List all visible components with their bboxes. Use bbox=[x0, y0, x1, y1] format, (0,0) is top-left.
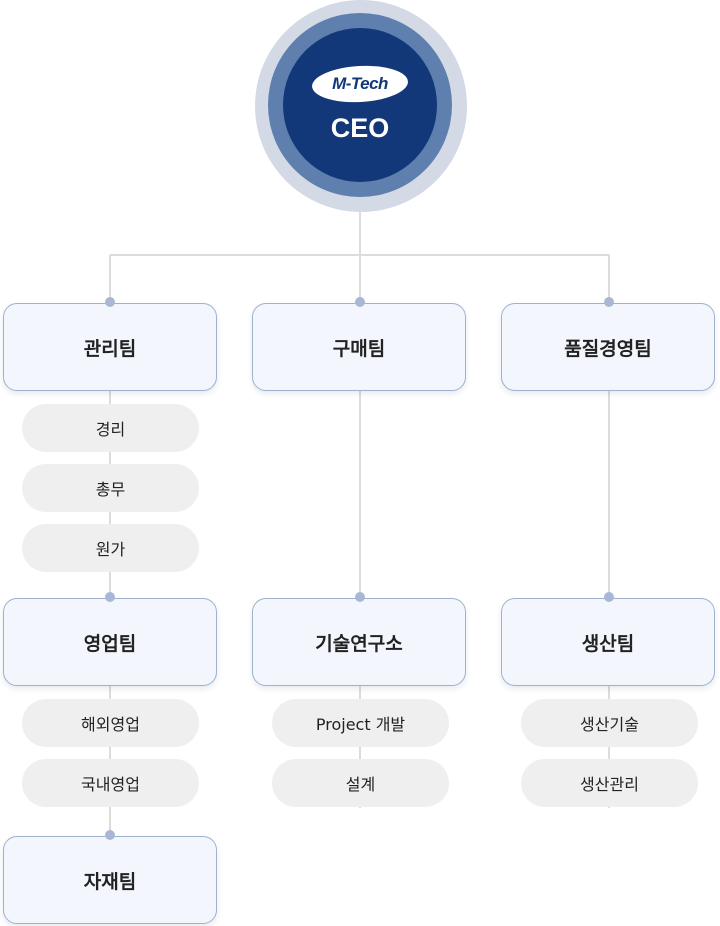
ceo-circle[interactable] bbox=[283, 28, 437, 182]
team-production[interactable]: 생산팀 bbox=[501, 598, 715, 686]
sub-cost[interactable]: 원가 bbox=[22, 524, 199, 572]
connector-dot bbox=[105, 297, 115, 307]
connector-dot bbox=[105, 830, 115, 840]
connector-dot bbox=[604, 297, 614, 307]
connector-dot bbox=[105, 592, 115, 602]
sub-overseas-sales[interactable]: 해외영업 bbox=[22, 699, 199, 747]
sub-accounting[interactable]: 경리 bbox=[22, 404, 199, 452]
sub-production-engineering[interactable]: 생산기술 bbox=[521, 699, 698, 747]
team-quality[interactable]: 품질경영팀 bbox=[501, 303, 715, 391]
sub-general-affairs[interactable]: 총무 bbox=[22, 464, 199, 512]
sub-design[interactable]: 설계 bbox=[272, 759, 449, 807]
team-rnd[interactable]: 기술연구소 bbox=[252, 598, 466, 686]
sub-production-management[interactable]: 생산관리 bbox=[521, 759, 698, 807]
team-admin[interactable]: 관리팀 bbox=[3, 303, 217, 391]
team-material[interactable]: 자재팀 bbox=[3, 836, 217, 924]
ceo-title: CEO bbox=[330, 113, 390, 143]
connector-dot bbox=[604, 592, 614, 602]
sub-project-development[interactable]: Project 개발 bbox=[272, 699, 449, 747]
team-purchase[interactable]: 구매팀 bbox=[252, 303, 466, 391]
connector-dot bbox=[355, 297, 365, 307]
team-sales[interactable]: 영업팀 bbox=[3, 598, 217, 686]
sub-domestic-sales[interactable]: 국내영업 bbox=[22, 759, 199, 807]
connector-dot bbox=[355, 592, 365, 602]
company-logo-text: M-Tech bbox=[332, 74, 388, 93]
